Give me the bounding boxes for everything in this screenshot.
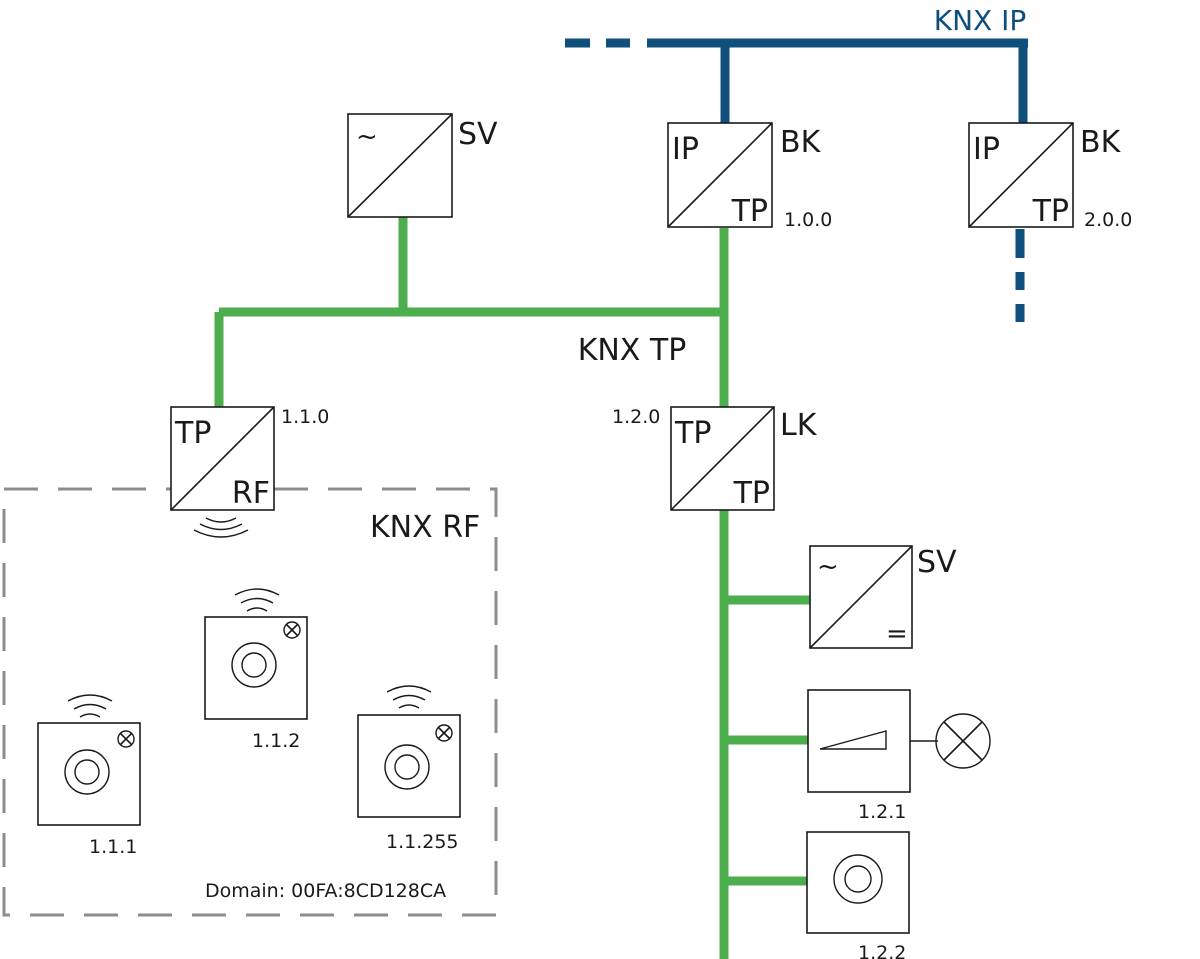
rf-domain-label: Domain: 00FA:8CD128CA <box>205 880 446 902</box>
device-address: 1.1.0 <box>281 406 329 428</box>
power-supply-label: SV <box>458 117 498 152</box>
coupler-bottom-medium: TP <box>733 476 770 511</box>
coupler-top-medium: IP <box>672 132 699 167</box>
radio-waves-icon <box>67 694 113 718</box>
rf-switch-icon <box>384 744 430 790</box>
coupler-bottom-medium: TP <box>731 194 768 229</box>
knx-ip-label: KNX IP <box>934 4 1027 37</box>
radio-waves-icon <box>234 588 280 612</box>
dimmer-actuator: 1.2.1 <box>807 689 991 823</box>
rf-device-box <box>37 722 141 826</box>
line-coupler: TP TP LK 1.2.0 <box>612 406 818 511</box>
lamp-icon <box>117 730 135 748</box>
lamp-icon <box>435 724 453 742</box>
push-button-tp: 1.2.2 <box>806 831 910 959</box>
device-address: 1.2.0 <box>612 406 660 428</box>
media-coupler: TP RF 1.1.0 <box>170 406 329 538</box>
knx-ip-bus <box>565 38 1028 322</box>
knx-tp-bus <box>214 217 810 959</box>
backbone-coupler-1: IP TP BK 1.0.0 <box>667 122 832 231</box>
dimmer-ramp-icon <box>819 730 887 750</box>
ac-symbol: ~ <box>817 552 839 582</box>
rf-device-3: 1.1.255 <box>357 685 461 853</box>
coupler-top-medium: TP <box>674 416 711 451</box>
coupler-label: BK <box>1080 125 1122 160</box>
knx-rf-label: KNX RF <box>370 510 480 545</box>
rf-switch-icon <box>231 642 277 688</box>
device-address: 1.1.1 <box>89 836 137 858</box>
device-address: 1.1.2 <box>252 730 300 752</box>
converter-diagonal <box>809 545 913 649</box>
device-address: 1.2.2 <box>858 942 906 959</box>
coupler-top-medium: TP <box>174 416 211 451</box>
device-address: 1.2.1 <box>858 801 906 823</box>
coupler-bottom-medium: RF <box>232 476 270 511</box>
device-address: 1.1.255 <box>386 831 459 853</box>
coupler-label: LK <box>780 408 818 443</box>
push-button-icon <box>833 854 883 904</box>
knx-tp-label: KNX TP <box>578 333 687 368</box>
device-address: 2.0.0 <box>1084 209 1132 231</box>
rf-switch-icon <box>64 749 110 795</box>
rf-device-2: 1.1.2 <box>204 588 308 752</box>
radio-waves-icon <box>386 685 432 709</box>
dc-symbol: = <box>886 619 908 649</box>
push-button-box <box>806 831 910 934</box>
coupler-top-medium: IP <box>973 132 1000 167</box>
converter-diagonal <box>968 122 1074 228</box>
coupler-label: BK <box>780 125 822 160</box>
lamp-icon <box>283 621 301 639</box>
device-address: 1.0.0 <box>784 209 832 231</box>
lamp-icon <box>935 713 991 769</box>
dimmer-box <box>807 689 911 793</box>
rf-device-1: 1.1.1 <box>37 694 141 858</box>
radio-waves-icon <box>193 517 249 538</box>
power-supply-label: SV <box>917 545 957 580</box>
converter-diagonal <box>670 406 775 511</box>
ac-symbol: ~ <box>356 122 378 152</box>
rf-device-box <box>357 714 461 818</box>
converter-diagonal <box>667 122 773 228</box>
power-supply-top: ~ SV <box>347 113 498 218</box>
power-supply-line: ~ = SV <box>809 545 957 649</box>
backbone-coupler-2: IP TP BK 2.0.0 <box>968 122 1132 231</box>
rf-device-box <box>204 616 308 720</box>
converter-diagonal <box>170 406 275 511</box>
coupler-bottom-medium: TP <box>1032 194 1069 229</box>
converter-diagonal <box>347 113 453 218</box>
